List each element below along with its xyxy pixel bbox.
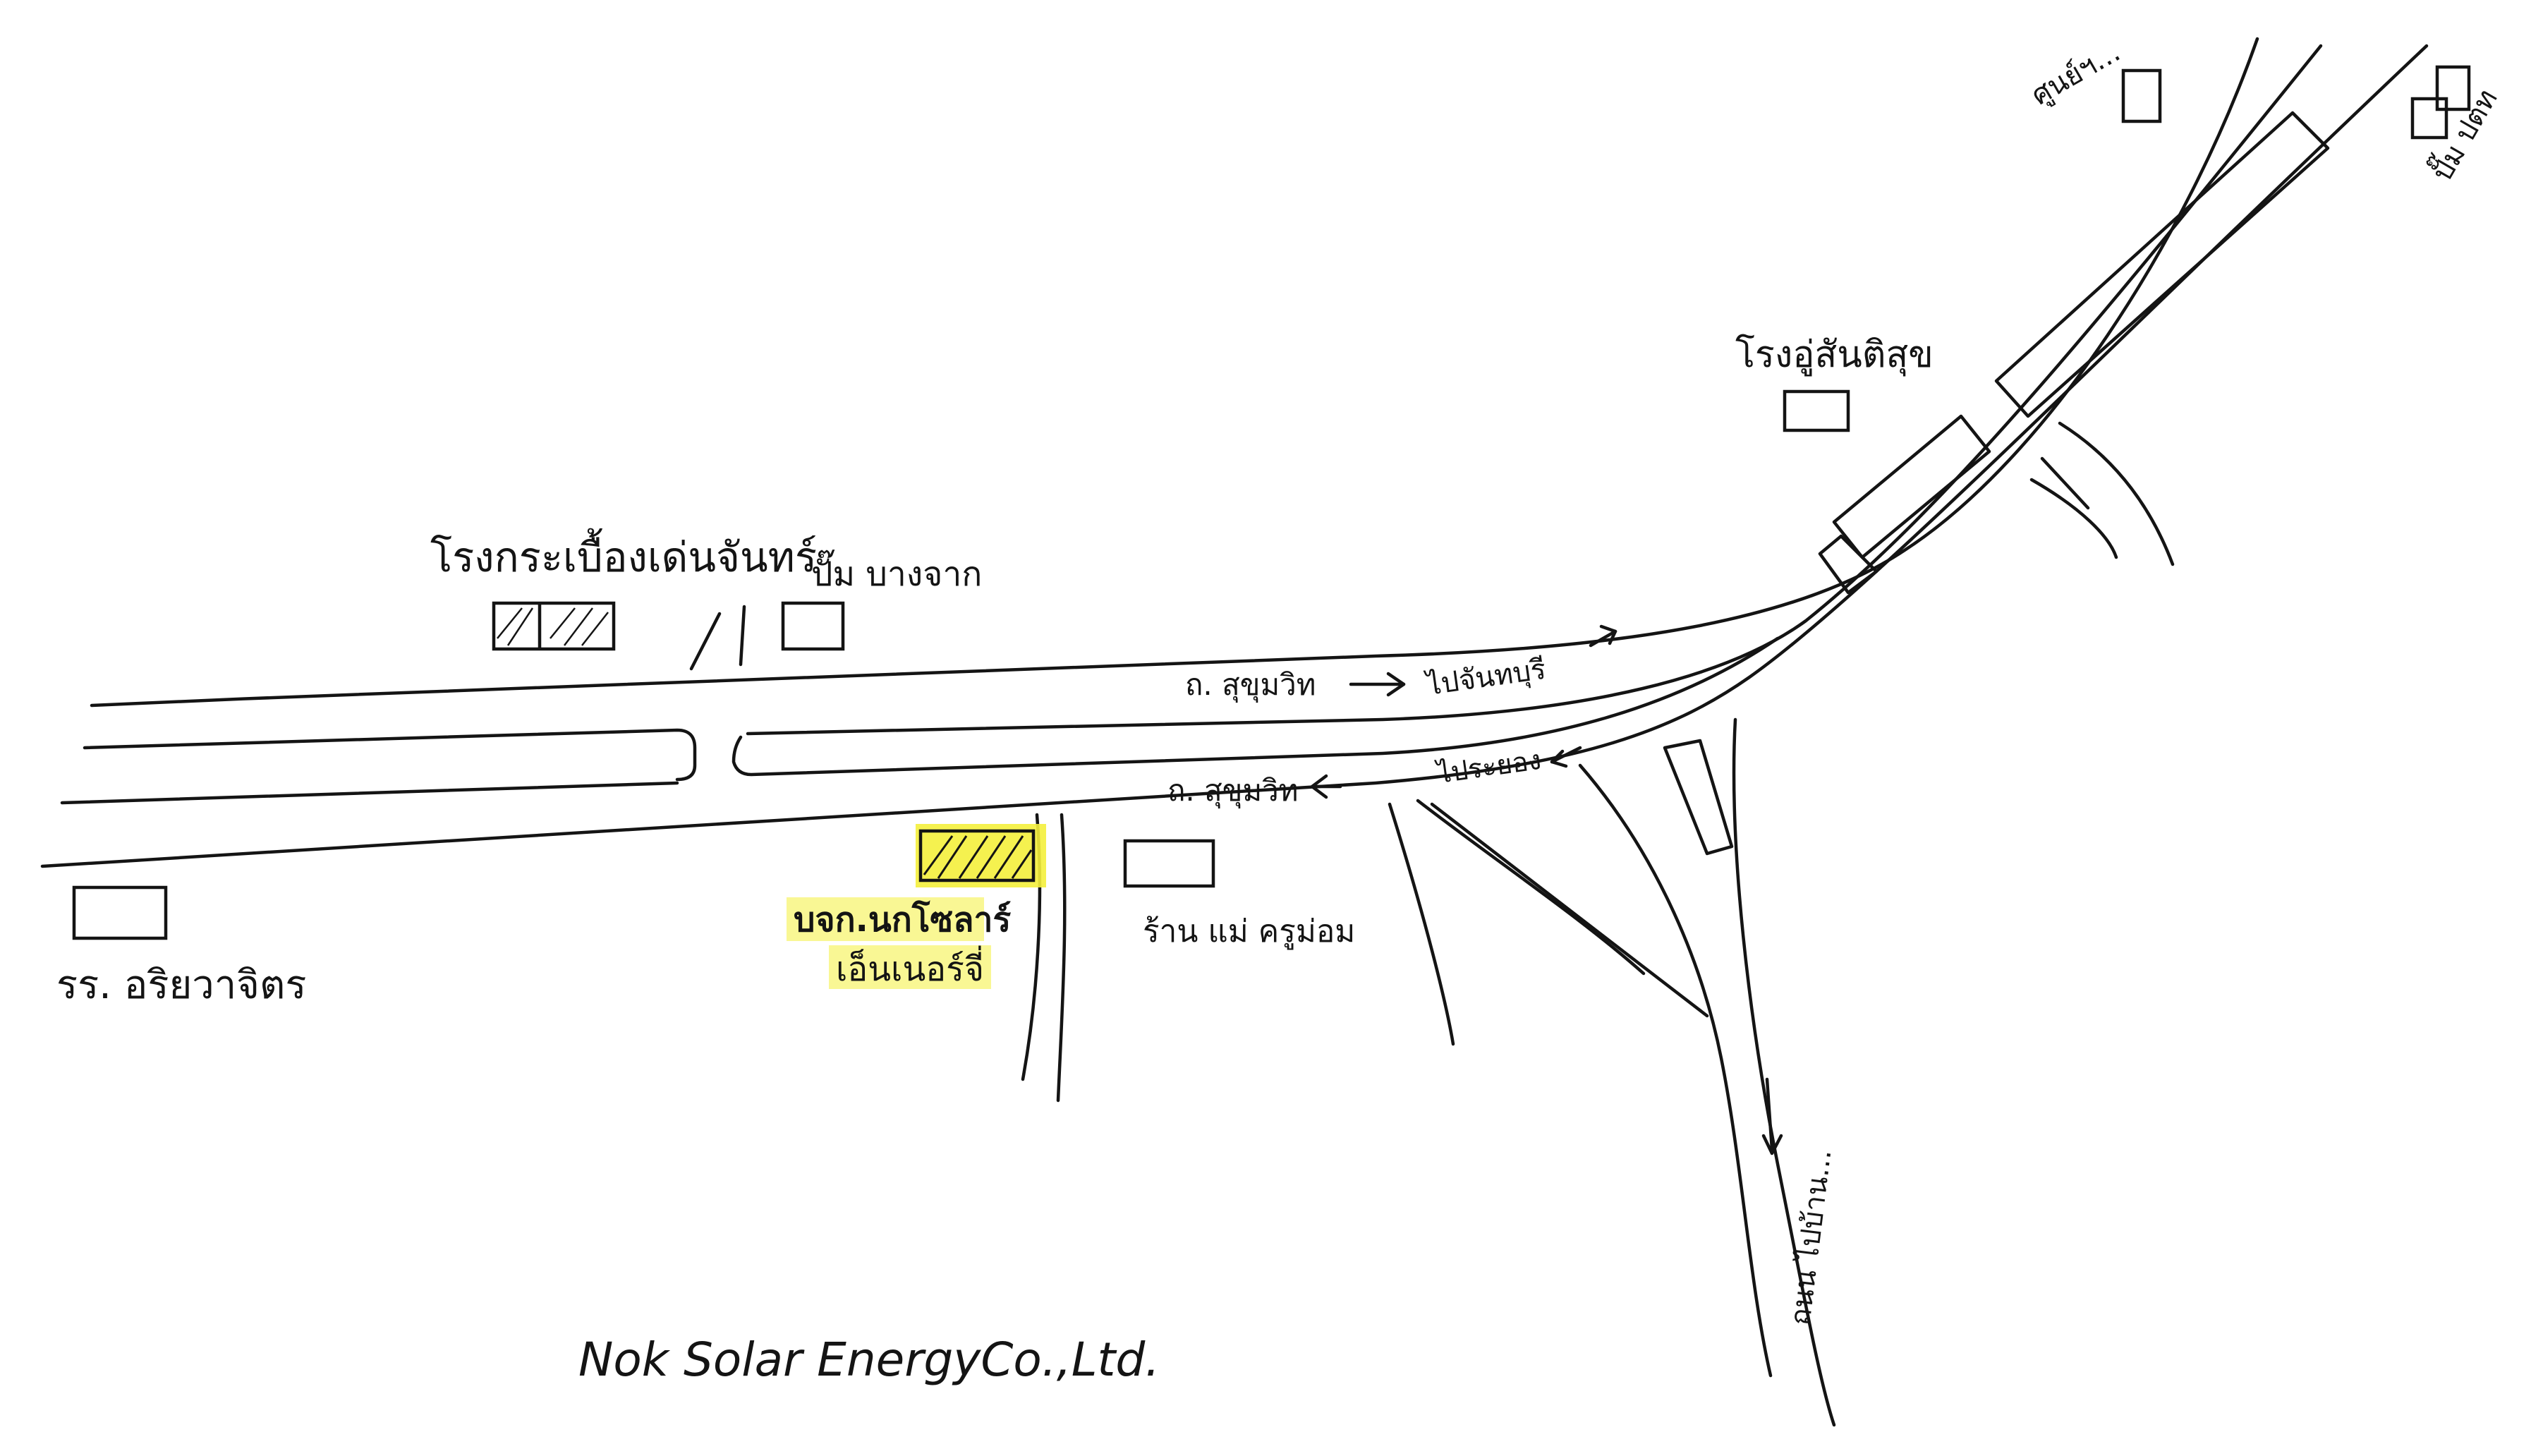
- buildings: [72, 65, 2471, 940]
- main-road-sukhumvit: [40, 37, 2429, 868]
- school-building: [72, 885, 168, 940]
- branch-ne-1: [2058, 421, 2175, 566]
- lane-diagonal-3: [1430, 802, 1709, 1018]
- lane-north-2: [739, 605, 746, 667]
- median-segment-1: [1818, 534, 1878, 595]
- sakhon-center-label: ศูนย์ฯ...: [2026, 35, 2125, 111]
- branch-south-median: [1663, 739, 1734, 856]
- median-segment-2: [1832, 414, 1991, 559]
- gas-station-building: [781, 601, 845, 651]
- ptt-station-building-2: [2435, 65, 2471, 111]
- arrow-east-icon: [1349, 672, 1406, 697]
- arrow-south-icon: [1761, 1077, 1783, 1155]
- school-label: รร. อริยวาจิตร: [56, 962, 306, 1008]
- main-road-west-edge: [60, 781, 679, 805]
- median-segment-3: [1994, 111, 2330, 418]
- company-label-highlight-2: [829, 945, 991, 989]
- gas-station-label: ปั๊ม บางจาก: [811, 550, 982, 594]
- main-road-south-edge: [40, 44, 2429, 868]
- lane-south-right: [1056, 813, 1067, 1103]
- company-label-highlight-1: [787, 897, 984, 941]
- tile-factory-hatch: [497, 607, 609, 646]
- branch-ne-3: [2040, 456, 2090, 510]
- tile-factory-building: [492, 601, 616, 651]
- lane-north-1: [689, 612, 722, 671]
- company-building-hatch: [923, 835, 1033, 879]
- arrow-west-icon: [1310, 774, 1342, 799]
- to-rayong-label: ไประยอง: [1433, 744, 1543, 790]
- sakhon-center-building: [2121, 68, 2162, 123]
- to-chanthaburi-label: ไปจันทบุรี: [1423, 653, 1548, 703]
- road-north-label: ถ. สุขุมวิท: [1185, 667, 1316, 703]
- company-building: [918, 829, 1036, 882]
- branch-south-west-edge: [1578, 763, 1773, 1378]
- direction-arrows: [1310, 624, 1783, 1155]
- company-label-line1: บจก.นกโซลาร์: [794, 899, 1011, 940]
- lane-diagonal-1: [1388, 802, 1455, 1046]
- main-road-median-east: [746, 44, 2323, 736]
- company-label-line2: เอ็นเนอร์จี่: [836, 945, 984, 989]
- road-south-label: ถ. สุขุมวิท: [1167, 773, 1298, 809]
- shop-label: ร้าน แม่ ครูม่อม: [1143, 914, 1355, 950]
- lane-diagonal-2: [1416, 799, 1646, 976]
- ptt-station-building: [2410, 97, 2448, 140]
- garage-building: [1783, 389, 1850, 432]
- branch-ne-2: [2029, 478, 2118, 559]
- main-road-median-east-south: [732, 636, 1780, 777]
- map-labels: โรงกระเบื้องเด่นจันทร์ ปั๊ม บางจาก โรงอู…: [56, 35, 2504, 1387]
- garage-label: โรงอู่สันติสุข: [1735, 334, 1934, 377]
- tile-factory-label: โรงกระเบื้องเด่นจันทร์: [430, 528, 817, 581]
- shop-building: [1123, 839, 1215, 888]
- company-english-label: Nok Solar EnergyCo.,Ltd.: [578, 1333, 1160, 1387]
- arrow-sw-icon: [1550, 746, 1582, 768]
- arrow-ne-icon: [1589, 624, 1617, 648]
- main-road-median: [83, 728, 697, 782]
